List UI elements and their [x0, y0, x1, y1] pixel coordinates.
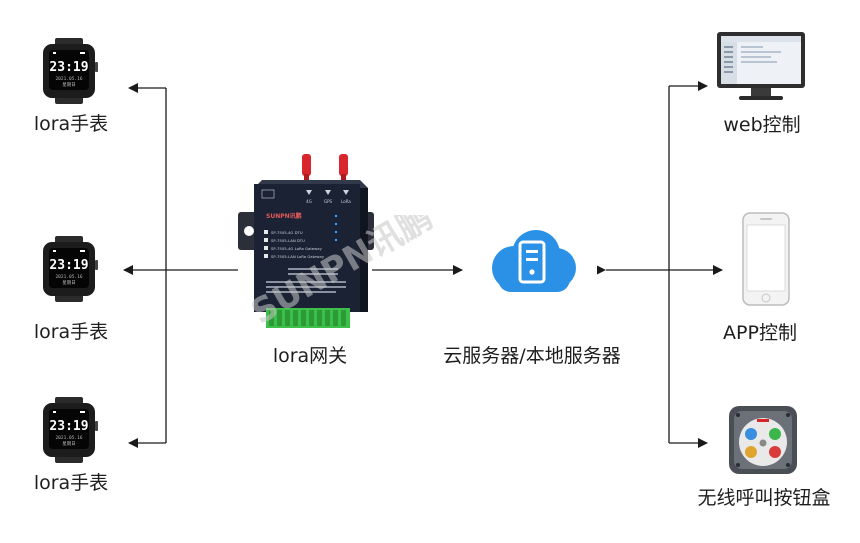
- svg-text:GPS: GPS: [324, 199, 333, 204]
- smartphone-icon: [742, 212, 790, 306]
- cloud-server-icon: [492, 230, 576, 292]
- monitor-icon: [717, 32, 805, 100]
- svg-text:23:19: 23:19: [49, 60, 88, 75]
- lora-watch-3: 23:19 2021.05.16 星期日: [40, 397, 98, 463]
- call-box-label: 无线呼叫按钮盒: [697, 487, 831, 509]
- svg-text:SP-7505-4G DTU: SP-7505-4G DTU: [271, 230, 303, 235]
- svg-text:星期日: 星期日: [62, 441, 76, 447]
- watch-3-label: lora手表: [33, 472, 109, 494]
- svg-text:SUNPN讯鹏: SUNPN讯鹏: [266, 212, 302, 220]
- svg-text:SP-7505-LAN LoRa Gateway: SP-7505-LAN LoRa Gateway: [271, 254, 325, 259]
- lora-watch-1: 23:19 2021.05.16 星期日: [40, 38, 98, 104]
- call-button-box-icon: [729, 406, 797, 474]
- svg-text:4G: 4G: [306, 199, 312, 204]
- svg-text:LoRa: LoRa: [341, 199, 351, 204]
- lora-watch-2: 23:19 2021.05.16 星期日: [40, 236, 98, 302]
- watch-icon: 23:19 2021.05.16 星期日: [43, 397, 98, 463]
- web-client: [715, 30, 807, 102]
- call-button-box: [727, 404, 799, 476]
- watch-2-label: lora手表: [33, 321, 109, 343]
- svg-text:23:19: 23:19: [49, 258, 88, 273]
- svg-text:SP-7505-LAN DTU: SP-7505-LAN DTU: [271, 238, 305, 243]
- brand-watermark: SUNPN讯鹏: [250, 215, 439, 333]
- svg-text:星期日: 星期日: [62, 280, 76, 286]
- app-client: [741, 211, 791, 307]
- svg-text:SP-7505-4G LoRa Gateway: SP-7505-4G LoRa Gateway: [271, 246, 323, 251]
- lora-gateway: 4G GPS LoRa SUNPN讯鹏 SP-7505-4G DTU SP-75…: [236, 150, 376, 330]
- svg-text:2021.05.16: 2021.05.16: [55, 76, 82, 82]
- web-label: web控制: [723, 114, 801, 136]
- svg-text:SUNPN讯鹏: SUNPN讯鹏: [250, 215, 439, 333]
- app-label: APP控制: [723, 322, 797, 344]
- svg-text:星期日: 星期日: [62, 82, 76, 88]
- watch-icon: 23:19 2021.05.16 星期日: [43, 38, 98, 104]
- gateway-device-icon: 4G GPS LoRa SUNPN讯鹏 SP-7505-4G DTU SP-75…: [238, 154, 374, 328]
- svg-text:23:19: 23:19: [49, 419, 88, 434]
- watch-icon: 23:19 2021.05.16 星期日: [43, 236, 98, 302]
- svg-text:2021.05.16: 2021.05.16: [55, 435, 82, 441]
- watch-1-label: lora手表: [33, 113, 109, 135]
- gateway-label: lora网关: [272, 345, 348, 367]
- svg-text:2021.05.16: 2021.05.16: [55, 274, 82, 280]
- server-label: 云服务器/本地服务器: [443, 345, 621, 367]
- cloud-server: [484, 228, 580, 294]
